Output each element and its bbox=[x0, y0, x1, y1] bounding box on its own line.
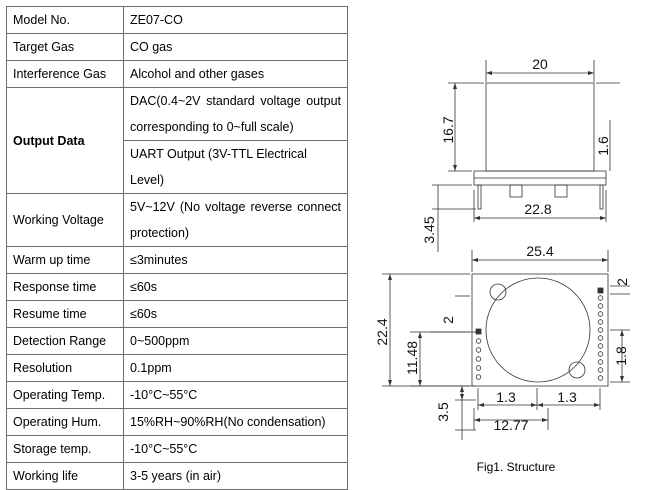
dim-plan-height: 22.4 bbox=[374, 318, 390, 345]
spec-value: -10°C~55°C bbox=[123, 435, 348, 463]
spec-label: Response time bbox=[6, 273, 124, 301]
mount-hole-top-left bbox=[489, 283, 507, 301]
spec-label: Output Data bbox=[6, 87, 124, 194]
dim-right-pin-span: 1.8 bbox=[613, 346, 629, 366]
spec-label: Detection Range bbox=[6, 327, 124, 355]
spec-value: 3-5 years (in air) bbox=[123, 462, 348, 490]
table-row: Resolution 0.1ppm bbox=[6, 354, 348, 382]
spec-label: Working Voltage bbox=[6, 193, 124, 247]
nub-right bbox=[554, 184, 568, 198]
table-row: Resume time ≤60s bbox=[6, 300, 348, 328]
left-pin-row bbox=[475, 328, 482, 380]
dim-pin-pitch-top: 2 bbox=[614, 278, 630, 286]
spec-label: Model No. bbox=[6, 6, 124, 34]
nub-left bbox=[509, 184, 523, 198]
dim-bottom-offset: 3.5 bbox=[435, 402, 451, 422]
right-pin-row bbox=[597, 287, 604, 381]
table-row: Interference Gas Alcohol and other gases bbox=[6, 60, 348, 88]
spec-value: Alcohol and other gases bbox=[123, 60, 348, 88]
dim-plan-width: 25.4 bbox=[526, 243, 553, 259]
spec-value: DAC(0.4~2V standard voltage output corre… bbox=[123, 87, 348, 141]
table-row: Warm up time ≤3minutes bbox=[6, 246, 348, 274]
table-row: Operating Temp. -10°C~55°C bbox=[6, 381, 348, 409]
spec-value: ZE07-CO bbox=[123, 6, 348, 34]
dim-base-width: 22.8 bbox=[524, 201, 551, 217]
spec-label: Storage temp. bbox=[6, 435, 124, 463]
dim-pin-length: 3.45 bbox=[421, 216, 437, 243]
spec-label: Interference Gas bbox=[6, 60, 124, 88]
table-row: Response time ≤60s bbox=[6, 273, 348, 301]
pin-right bbox=[599, 184, 604, 210]
spec-value: 0.1ppm bbox=[123, 354, 348, 382]
table-row: Model No. ZE07-CO bbox=[6, 6, 348, 34]
dim-pin-pitch-left: 2 bbox=[440, 316, 456, 324]
dim-bottom-left-spacing: 1.3 bbox=[496, 389, 516, 405]
plan-outline bbox=[471, 273, 609, 387]
structure-drawing: 20 16.7 1.6 22.8 3.45 25.4 2 22.4 2 11.4… bbox=[374, 56, 630, 440]
table-row: Operating Hum. 15%RH~90%RH(No condensati… bbox=[6, 408, 348, 436]
dim-left-pin-span: 11.48 bbox=[404, 341, 420, 375]
spec-label: Resume time bbox=[6, 300, 124, 328]
spec-label: Resolution bbox=[6, 354, 124, 382]
spec-value: ≤60s bbox=[123, 273, 348, 301]
table-row: Working Voltage 5V~12V (No voltage rever… bbox=[6, 193, 348, 247]
spec-value: ≤3minutes bbox=[123, 246, 348, 274]
spec-value: ≤60s bbox=[123, 300, 348, 328]
dim-bottom-right-spacing: 1.3 bbox=[557, 389, 577, 405]
table-row: Detection Range 0~500ppm bbox=[6, 327, 348, 355]
spec-label: Operating Hum. bbox=[6, 408, 124, 436]
spec-value: 0~500ppm bbox=[123, 327, 348, 355]
spec-label: Target Gas bbox=[6, 33, 124, 61]
table-row: Output Data DAC(0.4~2V standard voltage … bbox=[6, 87, 348, 194]
table-row: Storage temp. -10°C~55°C bbox=[6, 435, 348, 463]
spec-value: -10°C~55°C bbox=[123, 381, 348, 409]
table-row: Target Gas CO gas bbox=[6, 33, 348, 61]
sensor-window-circle bbox=[485, 277, 591, 383]
spec-label: Operating Temp. bbox=[6, 381, 124, 409]
spec-value: CO gas bbox=[123, 33, 348, 61]
pin-left bbox=[477, 184, 482, 210]
dim-pin-offset: 1.6 bbox=[595, 136, 611, 156]
dim-body-height: 16.7 bbox=[440, 116, 456, 143]
sensor-body-outline bbox=[485, 82, 595, 172]
dim-bottom-pin-span: 12.77 bbox=[493, 417, 528, 433]
spec-value: UART Output (3V-TTL Electrical Level) bbox=[123, 140, 348, 194]
spec-value: 5V~12V (No voltage reverse connect prote… bbox=[123, 193, 348, 247]
dim-top-width: 20 bbox=[532, 56, 548, 72]
spec-value: 15%RH~90%RH(No condensation) bbox=[123, 408, 348, 436]
table-row: Working life 3-5 years (in air) bbox=[6, 462, 348, 490]
table-row: UART Output (3V-TTL Electrical Level) bbox=[7, 140, 348, 194]
specification-table: Model No. ZE07-CO Target Gas CO gas Inte… bbox=[6, 6, 348, 490]
spec-label: Warm up time bbox=[6, 246, 124, 274]
figure-caption: Fig1. Structure bbox=[476, 460, 556, 474]
spec-label: Working life bbox=[6, 462, 124, 490]
mount-hole-bottom-right bbox=[568, 361, 586, 379]
